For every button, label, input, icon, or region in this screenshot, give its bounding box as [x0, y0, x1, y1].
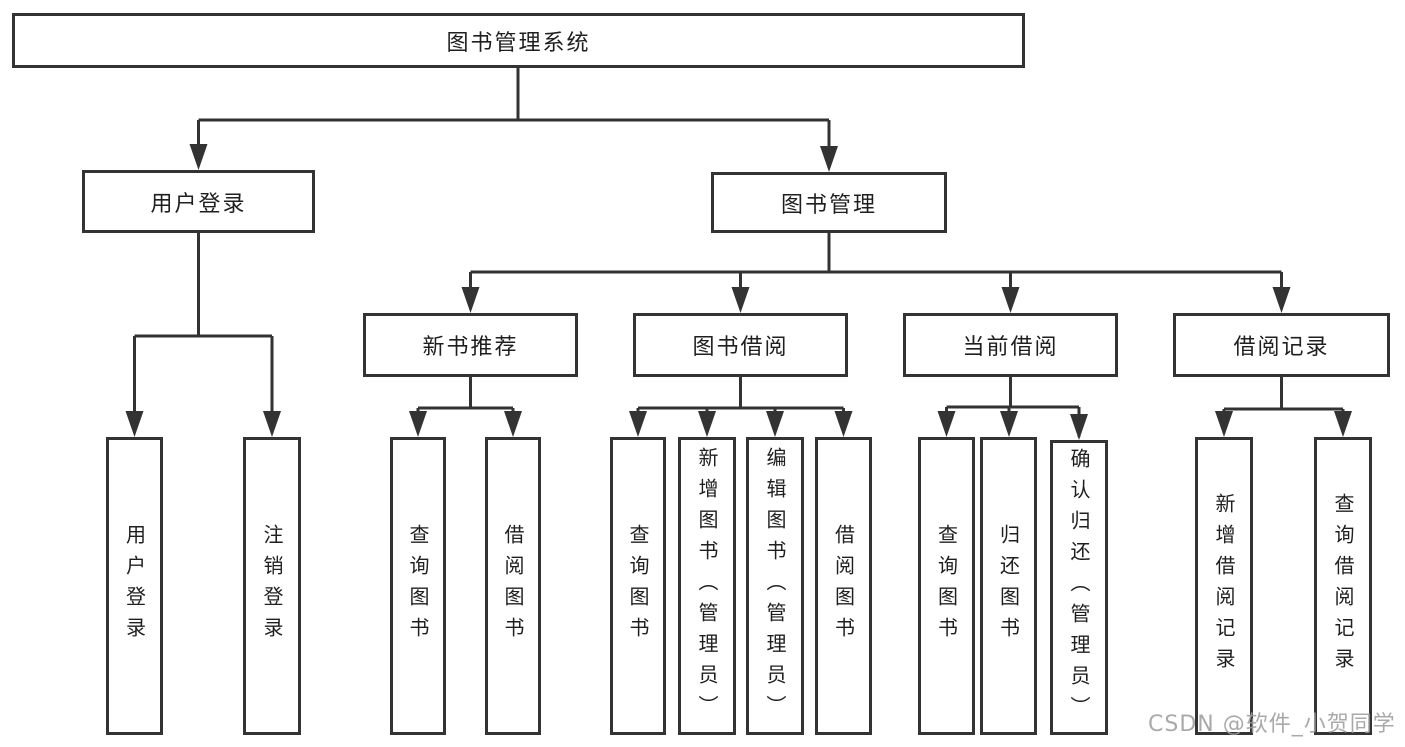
leaf-borrow-books-borrow: 借阅图书: [815, 437, 872, 735]
node-user-login: 用户登录: [82, 170, 315, 233]
arrow-down-icon: [1334, 411, 1352, 437]
connector-arrowheads: [125, 144, 1352, 440]
leaf-add-borrow-record: 新增借阅记录: [1195, 437, 1253, 735]
leaf-query-books-current: 查询图书: [918, 437, 975, 735]
leaf-query-books-recommend: 查询图书: [390, 437, 446, 735]
node-label: 新增借阅记录: [1212, 493, 1236, 679]
node-book-borrow: 图书借阅: [633, 313, 848, 377]
node-label: 查询图书: [934, 524, 959, 648]
node-label: 新增图书（管理员）: [695, 446, 719, 726]
leaf-return-books: 归还图书: [980, 437, 1037, 735]
arrow-down-icon: [1000, 411, 1018, 437]
node-label: 确认归还（管理员）: [1067, 448, 1091, 727]
arrow-down-icon: [1070, 414, 1088, 440]
arrow-down-icon: [409, 411, 427, 437]
node-label: 查询借阅记录: [1331, 493, 1355, 679]
leaf-user-login: 用户登录: [106, 437, 163, 735]
leaf-borrow-books-recommend: 借阅图书: [485, 437, 541, 735]
node-label: 归还图书: [996, 524, 1021, 648]
arrow-down-icon: [629, 411, 647, 437]
node-book-management: 图书管理: [711, 172, 947, 233]
arrow-down-icon: [937, 411, 956, 437]
node-label: 借阅图书: [501, 524, 525, 648]
leaf-add-book-admin: 新增图书（管理员）: [678, 437, 736, 735]
arrow-down-icon: [1215, 411, 1233, 437]
arrow-down-icon: [820, 146, 838, 172]
arrow-down-icon: [263, 411, 281, 437]
node-label: 查询图书: [626, 524, 650, 648]
node-borrow-records: 借阅记录: [1173, 313, 1390, 377]
arrow-down-icon: [125, 411, 144, 437]
leaf-query-books-borrow: 查询图书: [610, 437, 666, 735]
arrow-down-icon: [461, 287, 480, 313]
leaf-confirm-return-admin: 确认归还（管理员）: [1050, 440, 1108, 735]
leaf-query-borrow-record: 查询借阅记录: [1314, 437, 1372, 735]
arrow-down-icon: [1001, 287, 1020, 313]
node-current-borrow: 当前借阅: [903, 313, 1118, 377]
leaf-logout: 注销登录: [243, 437, 301, 735]
arrow-down-icon: [189, 144, 208, 170]
arrow-down-icon: [698, 411, 716, 437]
leaf-edit-book-admin: 编辑图书（管理员）: [746, 437, 804, 735]
arrow-down-icon: [834, 411, 853, 437]
node-label: 查询图书: [406, 524, 430, 648]
node-label: 注销登录: [260, 524, 284, 648]
csdn-watermark: CSDN @软件_小贺同学: [1148, 712, 1396, 737]
arrow-down-icon: [1272, 287, 1291, 313]
arrow-down-icon: [766, 411, 784, 437]
arrow-down-icon: [731, 287, 750, 313]
node-root: 图书管理系统: [12, 13, 1025, 68]
node-label: 编辑图书（管理员）: [763, 446, 787, 726]
node-label: 借阅图书: [831, 524, 856, 648]
node-new-book-recommend: 新书推荐: [363, 313, 578, 377]
connector-edges: [133, 68, 1345, 437]
node-label: 用户登录: [122, 524, 147, 648]
arrow-down-icon: [504, 411, 522, 437]
